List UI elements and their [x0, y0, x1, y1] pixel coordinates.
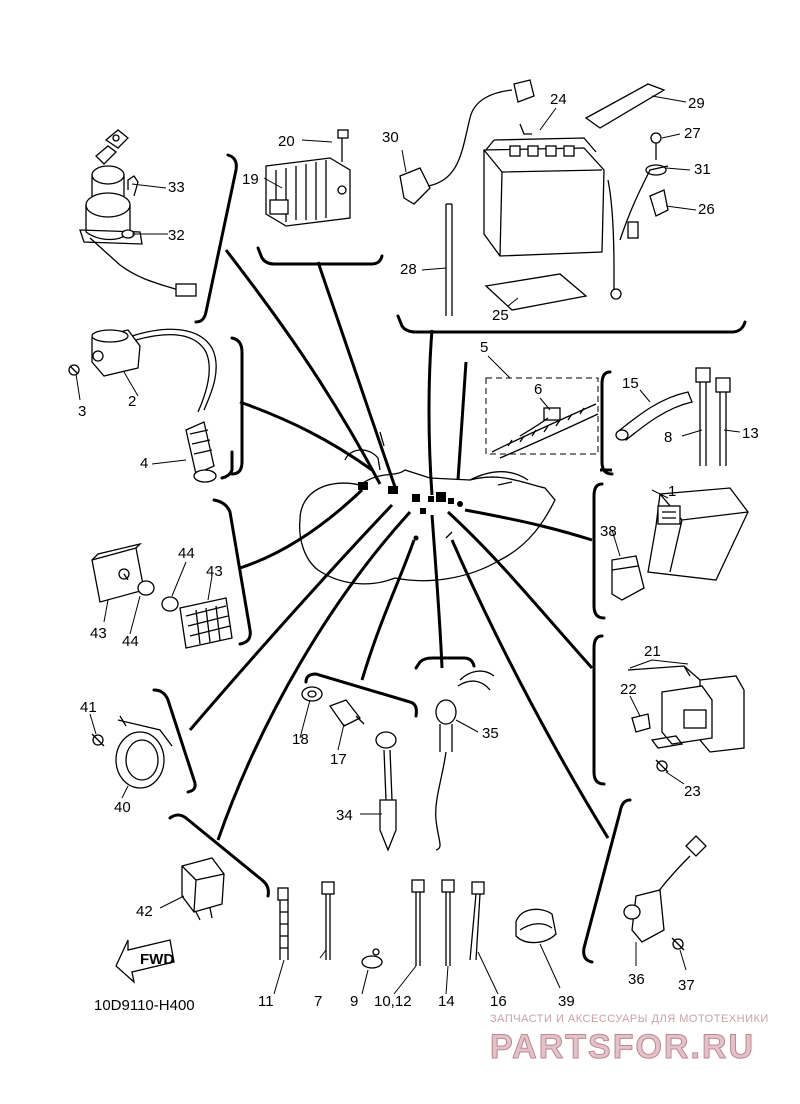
- part-label: 29: [688, 95, 705, 112]
- main-switch-part: [79, 129, 197, 297]
- part-label: 8: [664, 429, 672, 446]
- part-label: 16: [490, 993, 507, 1010]
- rectifier-part: [265, 129, 351, 227]
- part-label: 37: [678, 977, 695, 994]
- watermark-tagline: ЗАПЧАСТИ И АКСЕССУАРЫ ДЛЯ МОТОТЕХНИКИ: [490, 1013, 769, 1025]
- part-label: 15: [622, 375, 639, 392]
- part-label: 20: [278, 133, 295, 150]
- part-label: 35: [482, 725, 499, 742]
- part-label: 18: [292, 731, 309, 748]
- starter-relay-part: [627, 665, 745, 773]
- part-label: 1: [668, 483, 676, 500]
- part-label: 43: [90, 625, 107, 642]
- part-label: 3: [78, 403, 86, 420]
- part-label: 11: [258, 993, 274, 1010]
- part-label: 36: [628, 971, 645, 988]
- part-label: 30: [382, 129, 399, 146]
- fuel-sensor-part: [623, 835, 707, 951]
- watermark-brand: PARTSFOR.RU: [490, 1028, 755, 1066]
- part-label: 10,12: [374, 993, 412, 1010]
- part-label: 38: [600, 523, 617, 540]
- part-label: 4: [140, 455, 148, 472]
- part-label: 23: [684, 783, 701, 800]
- part-label: 31: [694, 161, 711, 178]
- part-label: 41: [80, 699, 97, 716]
- part-label: 2: [128, 393, 136, 410]
- watermark: ЗАПЧАСТИ И АКСЕССУАРЫ ДЛЯ МОТОТЕХНИКИ PA…: [490, 1013, 769, 1067]
- part-label: 28: [400, 261, 417, 278]
- leader-lines: [75, 95, 741, 995]
- part-label: 7: [314, 993, 322, 1010]
- part-label: 21: [644, 643, 661, 660]
- part-label: 24: [550, 91, 567, 108]
- part-label: 44: [122, 633, 139, 650]
- part-label: 25: [492, 307, 509, 324]
- motorcycle-silhouette: [299, 431, 556, 585]
- part-label: 6: [534, 381, 542, 398]
- part-label: 19: [242, 171, 259, 188]
- part-number-labels: 1 2 3 4 5 6 7 8 9 10,12 11 13 14 15 16 1…: [78, 91, 759, 1010]
- stop-switch-part: [435, 670, 495, 851]
- part-label: 14: [438, 993, 455, 1010]
- tube-ties-part: [615, 367, 731, 466]
- neutral-switch-part: [301, 686, 397, 852]
- part-label: 34: [336, 807, 353, 824]
- diagram-code: 10D9110-H400: [94, 997, 195, 1014]
- part-label: 39: [558, 993, 575, 1010]
- fwd-arrow: FWD: [115, 939, 175, 984]
- part-label: 5: [480, 339, 488, 356]
- part-label: 44: [178, 545, 195, 562]
- clamps-ties-part: [277, 879, 557, 969]
- part-label: 40: [114, 799, 131, 816]
- part-label: 27: [684, 125, 701, 142]
- horn-part: [91, 715, 173, 789]
- part-label: 13: [742, 425, 759, 442]
- part-label: 43: [206, 563, 223, 580]
- harness-links: [188, 249, 612, 841]
- cdi-unit-part: [611, 487, 749, 601]
- harness-detail-part: [485, 377, 599, 459]
- reflector-part: [91, 542, 233, 649]
- part-label: 22: [620, 681, 637, 698]
- ignition-coil-part: [68, 328, 217, 483]
- fwd-text: FWD: [140, 951, 174, 968]
- part-label: 33: [168, 179, 185, 196]
- part-label: 9: [350, 993, 358, 1010]
- part-label: 17: [330, 751, 347, 768]
- part-label: 32: [168, 227, 185, 244]
- part-label: 42: [136, 903, 153, 920]
- group-brackets: [152, 153, 747, 964]
- battery-part: [399, 79, 669, 316]
- part-label: 26: [698, 201, 715, 218]
- flasher-relay-part: [181, 857, 225, 921]
